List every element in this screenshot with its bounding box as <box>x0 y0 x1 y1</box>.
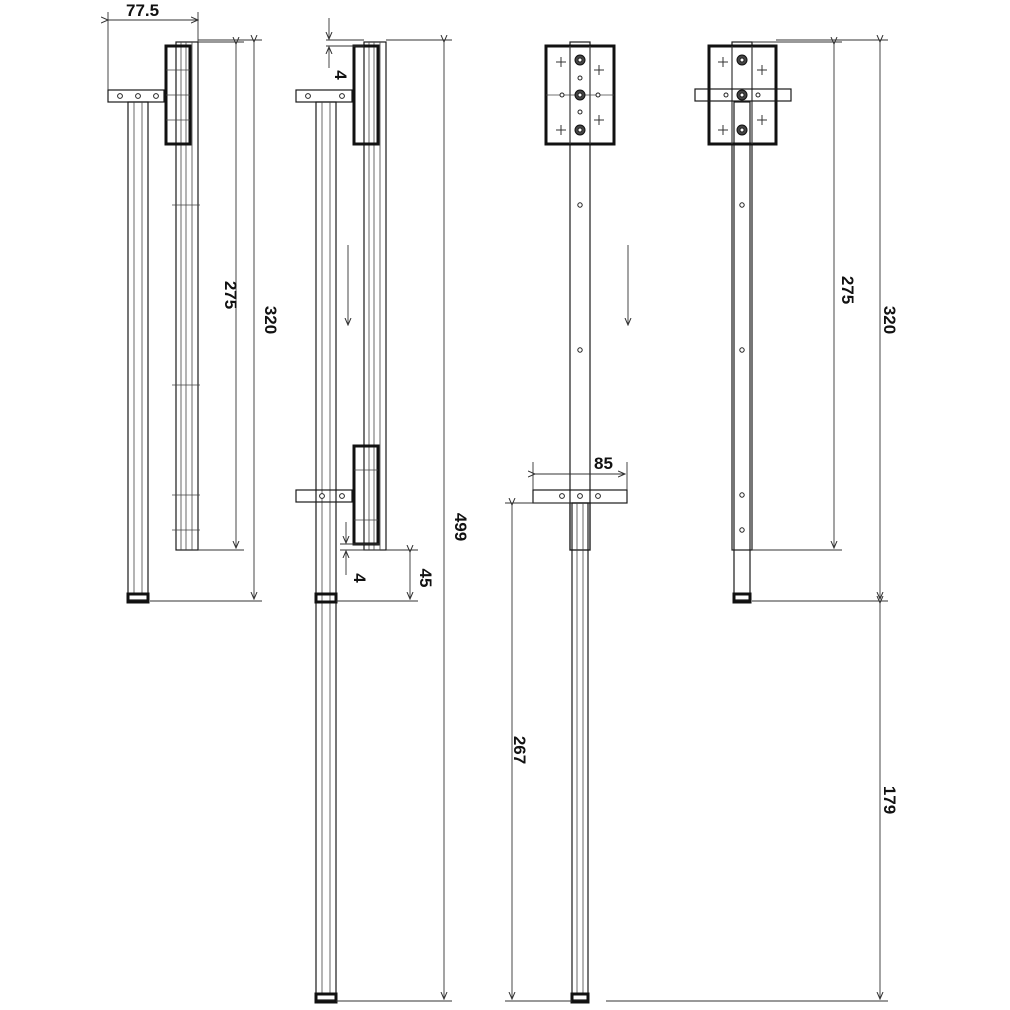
dim-label-85: 85 <box>594 454 613 473</box>
dimension-275-left: 275 <box>198 42 244 551</box>
view-front-retracted <box>694 41 792 604</box>
dim-label-179: 179 <box>880 786 899 814</box>
dim-label-499: 499 <box>451 513 470 541</box>
dim-label-4-bottom: 4 <box>350 573 369 583</box>
slider-block-top <box>352 44 380 146</box>
dimension-45: 45 <box>336 550 435 602</box>
dim-label-45: 45 <box>416 569 435 588</box>
dim-label-275-left: 275 <box>221 281 240 309</box>
dimension-4-bottom: 4 <box>340 522 380 583</box>
pole-foot-extended <box>314 992 338 1004</box>
pole-collar <box>569 502 591 551</box>
mount-bar-front-retracted <box>694 88 792 102</box>
dim-label-77-5: 77.5 <box>126 1 159 20</box>
dimension-320-left: 320 <box>150 40 280 602</box>
dimension-85: 85 <box>533 454 628 490</box>
dimension-320-right: 320 <box>752 40 899 602</box>
mounting-plate-retracted <box>707 44 778 146</box>
rail <box>175 41 199 551</box>
pole-front <box>571 502 589 1001</box>
pole-foot-front-retracted <box>732 592 752 604</box>
dimension-77-5: 77.5 <box>108 1 198 90</box>
dim-label-4-top: 4 <box>331 70 350 80</box>
mount-bar-bottom <box>295 489 353 503</box>
pole-joint <box>314 592 338 604</box>
dim-label-320-right: 320 <box>880 306 899 334</box>
pole-foot-front <box>570 992 590 1004</box>
dim-label-275-right: 275 <box>838 276 857 304</box>
view-side-extended <box>295 41 387 1004</box>
dim-label-320-left: 320 <box>261 306 280 334</box>
dimension-267: 267 <box>505 503 572 1002</box>
pole-extended <box>315 101 337 1001</box>
dimension-4-top: 4 <box>326 18 364 80</box>
rail-extended <box>363 41 387 551</box>
view-side-retracted <box>107 41 200 604</box>
dim-label-267: 267 <box>510 736 529 764</box>
view-front-extended <box>532 41 628 1004</box>
dimension-275-right: 275 <box>752 42 857 551</box>
dimension-179: 179 <box>606 603 899 1002</box>
pole-foot <box>126 592 150 604</box>
dimension-499: 499 <box>336 40 470 1002</box>
pole-front-retracted <box>733 101 751 601</box>
pole <box>127 101 149 601</box>
rail-front-retracted <box>731 41 753 551</box>
